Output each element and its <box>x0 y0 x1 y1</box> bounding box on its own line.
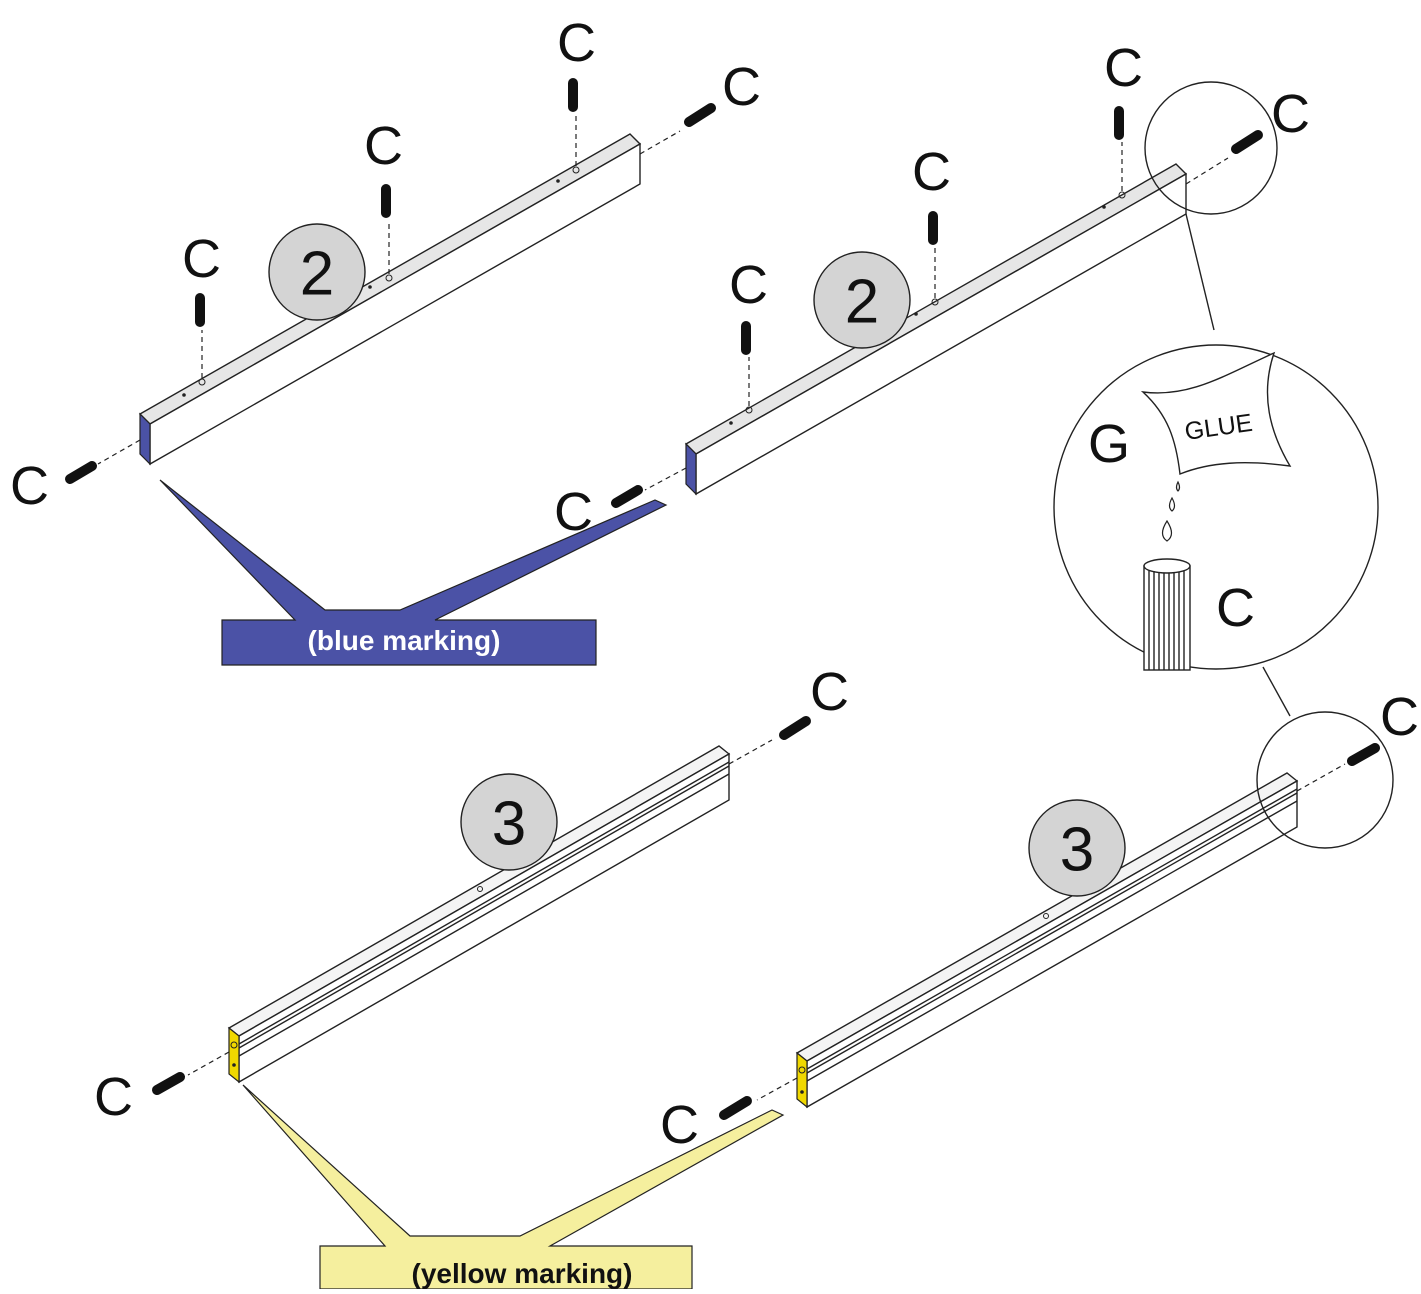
dowels-board-3-right <box>719 743 1380 1120</box>
dowel-label: C <box>94 1067 133 1127</box>
dowel-label: C <box>364 116 403 176</box>
dowel-icon <box>719 1096 752 1120</box>
dowel-label: C <box>660 1095 699 1155</box>
dowel-label: C <box>1271 84 1310 144</box>
glue-bag-icon <box>1140 351 1292 475</box>
board-2-left <box>138 133 642 466</box>
magnifier-icon <box>1144 81 1394 849</box>
part-3-badge: 3 <box>460 773 558 871</box>
glue-detail: GLUE G C <box>1053 344 1379 671</box>
dowel-label: C <box>722 57 761 117</box>
fluted-dowel-closeup <box>1143 558 1191 671</box>
dowel-label: C <box>10 456 49 516</box>
dowel-icon <box>684 103 716 127</box>
svg-text:2: 2 <box>300 240 334 309</box>
yellow-marking-end <box>228 1026 240 1084</box>
yellow-marking-end <box>796 1051 808 1109</box>
dowel-icon <box>1231 130 1263 154</box>
dowels-board-3-left <box>152 716 811 1095</box>
svg-text:2: 2 <box>845 268 879 337</box>
dowel-label: C <box>554 482 593 542</box>
yellow-marking-label: (yellow marking) <box>412 1258 633 1289</box>
part-2-badge: 2 <box>268 223 366 321</box>
dowel-icon <box>1347 743 1380 766</box>
dowels-board-2-right <box>611 106 1263 508</box>
dowel-label: C <box>557 13 596 73</box>
glue-letter-label: G <box>1088 414 1130 474</box>
dowel-label: C <box>729 255 768 315</box>
dowel-icon <box>152 1072 185 1095</box>
dowel-label: C <box>182 229 221 289</box>
blue-marking-callout: (blue marking) <box>159 479 668 666</box>
yellow-marking-callout: (yellow marking) <box>242 1084 785 1290</box>
blue-marking-end <box>685 442 697 496</box>
blue-marking-label: (blue marking) <box>308 625 501 656</box>
dowel-icon <box>779 716 811 740</box>
dowel-icon <box>611 485 643 508</box>
dowel-letter-label: C <box>1216 578 1255 638</box>
dowel-icon <box>65 461 97 484</box>
dowel-label: C <box>810 662 849 722</box>
board-3-left <box>227 745 731 1084</box>
glue-drop-icon <box>1161 480 1181 542</box>
dowel-label: C <box>1104 38 1143 98</box>
dowels-board-2-left <box>65 78 716 484</box>
svg-text:3: 3 <box>1060 816 1094 885</box>
part-2-badge: 2 <box>813 251 911 349</box>
board-3-right <box>795 772 1299 1109</box>
part-3-badge: 3 <box>1028 799 1126 897</box>
dowel-labels: C C C C C C C C C C C C C C <box>10 13 1419 1155</box>
dowel-label: C <box>912 142 951 202</box>
dowel-label: C <box>1380 687 1419 747</box>
svg-text:3: 3 <box>492 790 526 859</box>
